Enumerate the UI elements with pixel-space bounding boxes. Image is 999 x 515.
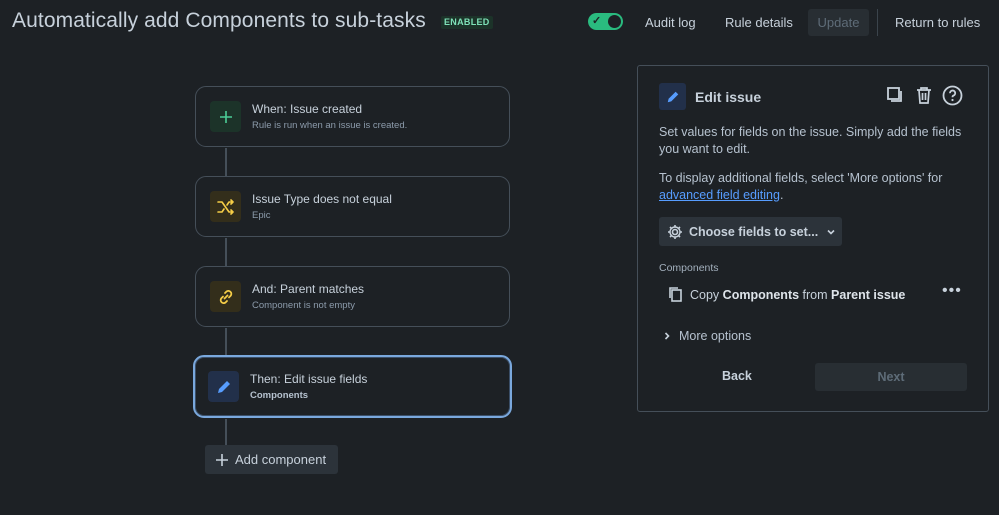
check-icon: ✓: [592, 15, 602, 27]
description-text: To display additional fields, select 'Mo…: [659, 171, 943, 185]
flow-connector: [225, 148, 227, 176]
add-component-label: Add component: [235, 452, 327, 467]
trigger-step-card[interactable]: When: Issue created Rule is run when an …: [195, 86, 510, 147]
panel-description-advanced: To display additional fields, select 'Mo…: [659, 170, 979, 204]
step-subtitle: Rule is run when an issue is created.: [252, 120, 408, 131]
edit-issue-panel: Edit issue Set values for fields on the …: [637, 65, 989, 412]
description-suffix: .: [779, 188, 784, 202]
plus-icon: [210, 101, 241, 132]
panel-description: Set values for fields on the issue. Simp…: [659, 125, 962, 156]
step-subtitle: Component is not empty: [252, 300, 355, 311]
choose-fields-label: Choose fields to set...: [689, 224, 819, 239]
header-divider: [877, 9, 878, 36]
branch-step-card[interactable]: And: Parent matches Component is not emp…: [195, 266, 510, 327]
update-button[interactable]: Update: [808, 9, 869, 36]
copy-icon: [669, 287, 682, 302]
more-options-label: More options: [679, 329, 752, 343]
gear-icon: [668, 224, 682, 239]
copy-from: from: [802, 287, 828, 302]
panel-title: Edit issue: [695, 89, 762, 105]
rule-details-button[interactable]: Rule details: [725, 15, 793, 30]
shuffle-icon: [210, 191, 241, 222]
components-field-label: Components: [659, 262, 719, 274]
pencil-icon: [208, 371, 239, 402]
add-component-button[interactable]: Add component: [205, 445, 338, 474]
chevron-down-icon: [827, 229, 835, 235]
audit-log-button[interactable]: Audit log: [645, 15, 696, 30]
flow-connector: [225, 328, 227, 355]
flow-connector: [225, 419, 227, 446]
duplicate-icon[interactable]: [884, 84, 906, 106]
rule-enabled-toggle[interactable]: ✓: [588, 13, 623, 30]
copy-field-row: Copy Components from Parent issue: [668, 286, 905, 303]
step-subtitle: Components: [250, 390, 309, 401]
step-title: Then: Edit issue fields: [250, 372, 368, 386]
flow-connector: [225, 238, 227, 266]
status-badge: ENABLED: [441, 16, 493, 29]
action-step-card[interactable]: Then: Edit issue fields Components: [193, 355, 512, 418]
more-options-toggle[interactable]: More options: [662, 329, 751, 343]
plus-icon: [216, 453, 228, 466]
step-title: Issue Type does not equal: [252, 192, 392, 206]
condition-step-card[interactable]: Issue Type does not equal Epic: [195, 176, 510, 237]
trash-icon[interactable]: [913, 84, 935, 106]
next-button[interactable]: Next: [815, 363, 967, 391]
page-title: Automatically add Components to sub-task…: [12, 9, 426, 32]
chevron-right-icon: [664, 332, 670, 340]
copy-field: Components: [722, 287, 800, 302]
link-icon: [210, 281, 241, 312]
pencil-icon: [659, 83, 686, 110]
more-actions-icon[interactable]: •••: [942, 282, 962, 299]
toggle-knob: [608, 15, 621, 28]
return-to-rules-button[interactable]: Return to rules: [895, 15, 981, 30]
copy-label: Copy: [690, 287, 720, 302]
copy-source: Parent issue: [831, 287, 906, 302]
step-subtitle: Epic: [252, 210, 271, 221]
advanced-field-editing-link[interactable]: advanced field editing: [659, 188, 780, 202]
step-title: When: Issue created: [252, 102, 363, 116]
choose-fields-dropdown[interactable]: Choose fields to set...: [659, 217, 842, 246]
step-title: And: Parent matches: [252, 282, 365, 296]
back-button[interactable]: Back: [722, 369, 752, 383]
help-icon[interactable]: [941, 84, 963, 106]
